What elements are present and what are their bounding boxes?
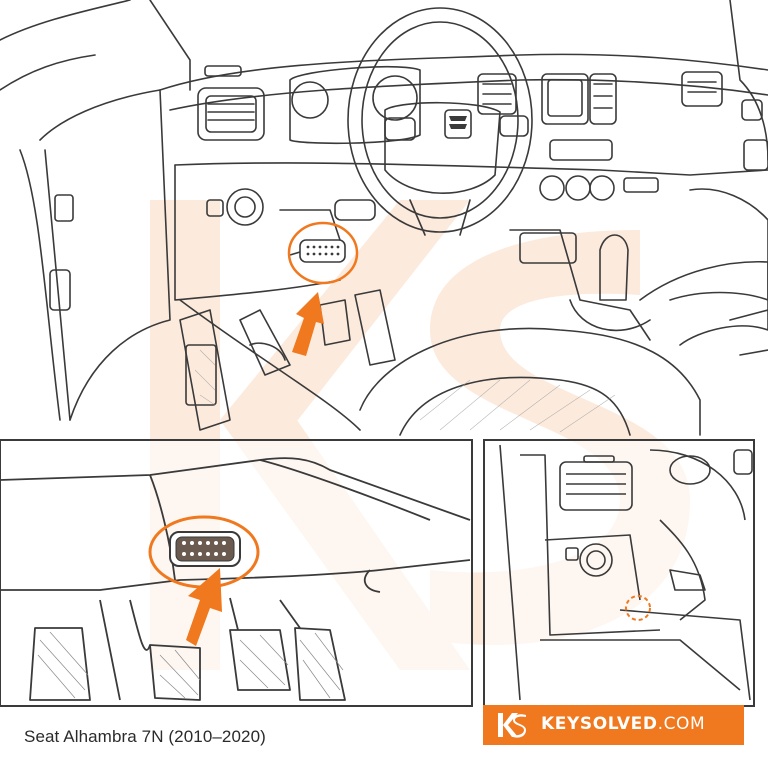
brand-badge[interactable]: KEYSOLVED.COM — [483, 705, 744, 745]
inset-right-panel — [483, 439, 755, 707]
brand-domain: .COM — [657, 714, 706, 734]
ks-logo-icon — [498, 713, 526, 738]
caption-vehicle-model: Seat Alhambra 7N (2010–2020) — [24, 727, 266, 746]
arrow-icon — [292, 292, 324, 356]
brand-wordmark: KEYSOLVED.COM — [541, 714, 705, 734]
brand-name: KEYSOLVED — [541, 714, 658, 734]
main-interior-scene — [0, 0, 768, 436]
arrow-icon — [186, 568, 222, 646]
obd-port-highlight — [287, 221, 359, 285]
seat-logo-icon — [449, 116, 467, 129]
seat-texture — [194, 349, 616, 433]
inset-left-panel — [0, 439, 473, 707]
